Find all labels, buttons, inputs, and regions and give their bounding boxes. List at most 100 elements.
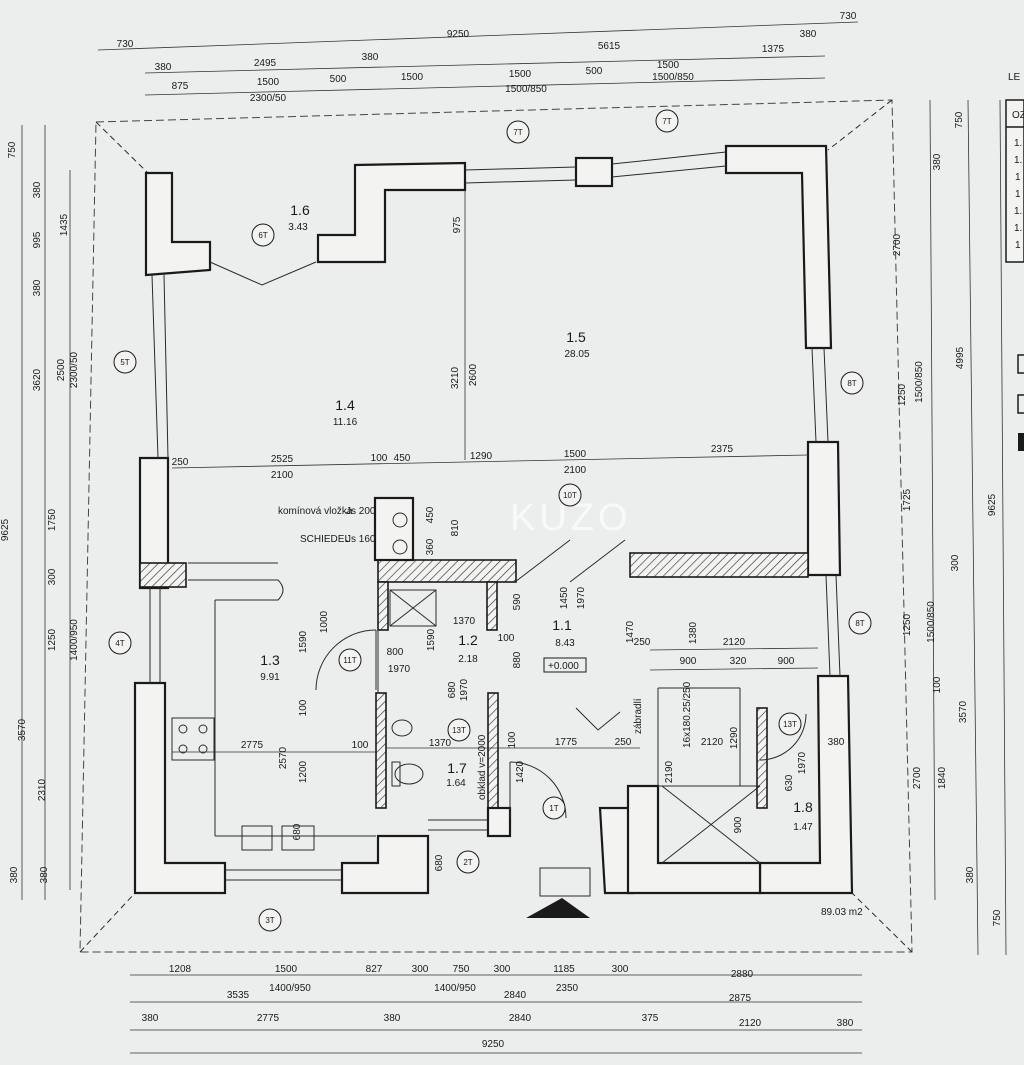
dim-label: 1290 — [470, 451, 493, 462]
room-number: 1.5 — [566, 329, 586, 345]
chimney-size: Js 200 — [346, 506, 376, 517]
dim-label: 250 — [172, 457, 189, 468]
dim-label: 500 — [586, 66, 603, 77]
legend-row: 1 — [1015, 240, 1021, 251]
dim-label: 730 — [840, 11, 857, 22]
interior-walls — [139, 552, 809, 838]
dim-label: 975 — [452, 216, 463, 233]
legend-row: 1. — [1014, 223, 1022, 234]
dim-label: 100 — [298, 699, 309, 716]
dim-label: 2100 — [564, 465, 587, 476]
dim-label: 450 — [425, 506, 436, 523]
room-number: 1.4 — [335, 397, 355, 413]
legend-row: 1. — [1014, 155, 1022, 166]
inner-dimensions: 975 3210 2600 250 2525 2100 100 450 1290… — [172, 216, 845, 871]
north-arrow — [526, 898, 590, 918]
total-area-label: 89.03 m2 — [821, 907, 863, 918]
dim-label: 2310 — [37, 778, 48, 801]
legend-fragment: LE OZ 1. 1. 1 1 1. 1. 1 — [1005, 72, 1024, 451]
room-area: 2.18 — [458, 654, 478, 665]
dim-label: 100 — [498, 633, 515, 644]
dim-label: 1208 — [169, 964, 192, 975]
tag-label: 7T — [513, 128, 522, 137]
dim-label: 680 — [434, 854, 445, 871]
dim-label: 800 — [387, 647, 404, 658]
dim-label: 2100 — [271, 470, 294, 481]
dim-label: 380 — [142, 1013, 159, 1024]
dim-label: 1250 — [47, 628, 58, 651]
dim-label: 1500/850 — [505, 84, 547, 95]
room-number: 1.7 — [447, 760, 467, 776]
dim-label: 1290 — [729, 726, 740, 749]
dim-label: 827 — [366, 964, 383, 975]
room-area: 1.64 — [446, 778, 466, 789]
dim-label: 380 — [965, 866, 976, 883]
dim-label: 2350 — [556, 983, 579, 994]
dim-label: 1500/850 — [652, 72, 694, 83]
dim-label: 1470 — [625, 620, 636, 643]
dim-label: 3535 — [227, 990, 250, 1001]
dim-label: 1970 — [388, 664, 411, 675]
dim-label: 1725 — [902, 488, 913, 511]
exterior-walls — [133, 144, 854, 895]
dim-label: 875 — [172, 81, 189, 92]
dim-label: 810 — [450, 519, 461, 536]
dim-label: 2775 — [241, 740, 264, 751]
room-area: 3.43 — [288, 222, 308, 233]
dim-label: 9625 — [0, 518, 11, 541]
stair-label: 16x180.25/250 — [682, 681, 693, 748]
dim-label: 2880 — [731, 969, 754, 980]
dim-label: 2120 — [739, 1018, 762, 1029]
dim-label: 9625 — [987, 493, 998, 516]
dim-label: 1970 — [576, 586, 587, 609]
dim-label: 380 — [837, 1018, 854, 1029]
dim-label: 1590 — [426, 628, 437, 651]
room-area: 1.47 — [793, 822, 813, 833]
legend-row: 1. — [1014, 138, 1022, 149]
tag-label: 1T — [549, 804, 558, 813]
dim-label: 300 — [612, 964, 629, 975]
dim-label: 1400/950 — [69, 619, 80, 661]
partitions — [171, 261, 807, 918]
dim-label: 1450 — [559, 586, 570, 609]
dim-label: 2525 — [271, 454, 294, 465]
dim-label: 320 — [730, 656, 747, 667]
dim-label: 2840 — [509, 1013, 532, 1024]
dim-label: 2500 — [56, 358, 67, 381]
dim-label: 250 — [615, 737, 632, 748]
dim-label: 880 — [512, 651, 523, 668]
dim-label: 2570 — [278, 746, 289, 769]
tag-label: 13T — [452, 726, 466, 735]
dim-label: 2600 — [468, 363, 479, 386]
room-area: 9.91 — [260, 672, 280, 683]
room-area: 28.05 — [564, 349, 589, 360]
dim-label: 2495 — [254, 58, 277, 69]
dim-label: 380 — [932, 153, 943, 170]
dim-label: 2120 — [701, 737, 724, 748]
dim-label: 1000 — [319, 610, 330, 633]
tag-label: 8T — [855, 619, 864, 628]
dim-label: 360 — [425, 538, 436, 555]
legend-heading: LE — [1008, 72, 1021, 83]
windows — [149, 151, 841, 881]
dim-label: 380 — [32, 279, 43, 296]
room-number: 1.8 — [793, 799, 813, 815]
dim-label: 1500 — [564, 449, 587, 460]
dim-label: 2700 — [912, 766, 923, 789]
chimney-label: komínová vložka — [278, 506, 353, 517]
dim-label: 1200 — [298, 760, 309, 783]
dim-label: 1420 — [515, 760, 526, 783]
dim-label: 1500 — [509, 69, 532, 80]
dim-label: 2300/50 — [69, 351, 80, 388]
bottom-dimensions: 1208 1500 827 300 750 300 1185 300 2880 … — [142, 964, 854, 1050]
dim-label: 1590 — [298, 630, 309, 653]
room-number: 1.2 — [458, 632, 478, 648]
tag-label: 3T — [265, 916, 274, 925]
dim-label: 1400/950 — [434, 983, 476, 994]
dim-label: 1250 — [902, 613, 913, 636]
dim-label: 1500/850 — [914, 361, 925, 403]
left-dimensions: 750 9625 380 995 380 2500 3620 1750 300 … — [0, 141, 80, 883]
dim-label: 1775 — [555, 737, 578, 748]
annotations: komínová vložka Js 200 SCHIEDEL Js 160 +… — [278, 506, 863, 918]
dim-label: 2190 — [664, 760, 675, 783]
